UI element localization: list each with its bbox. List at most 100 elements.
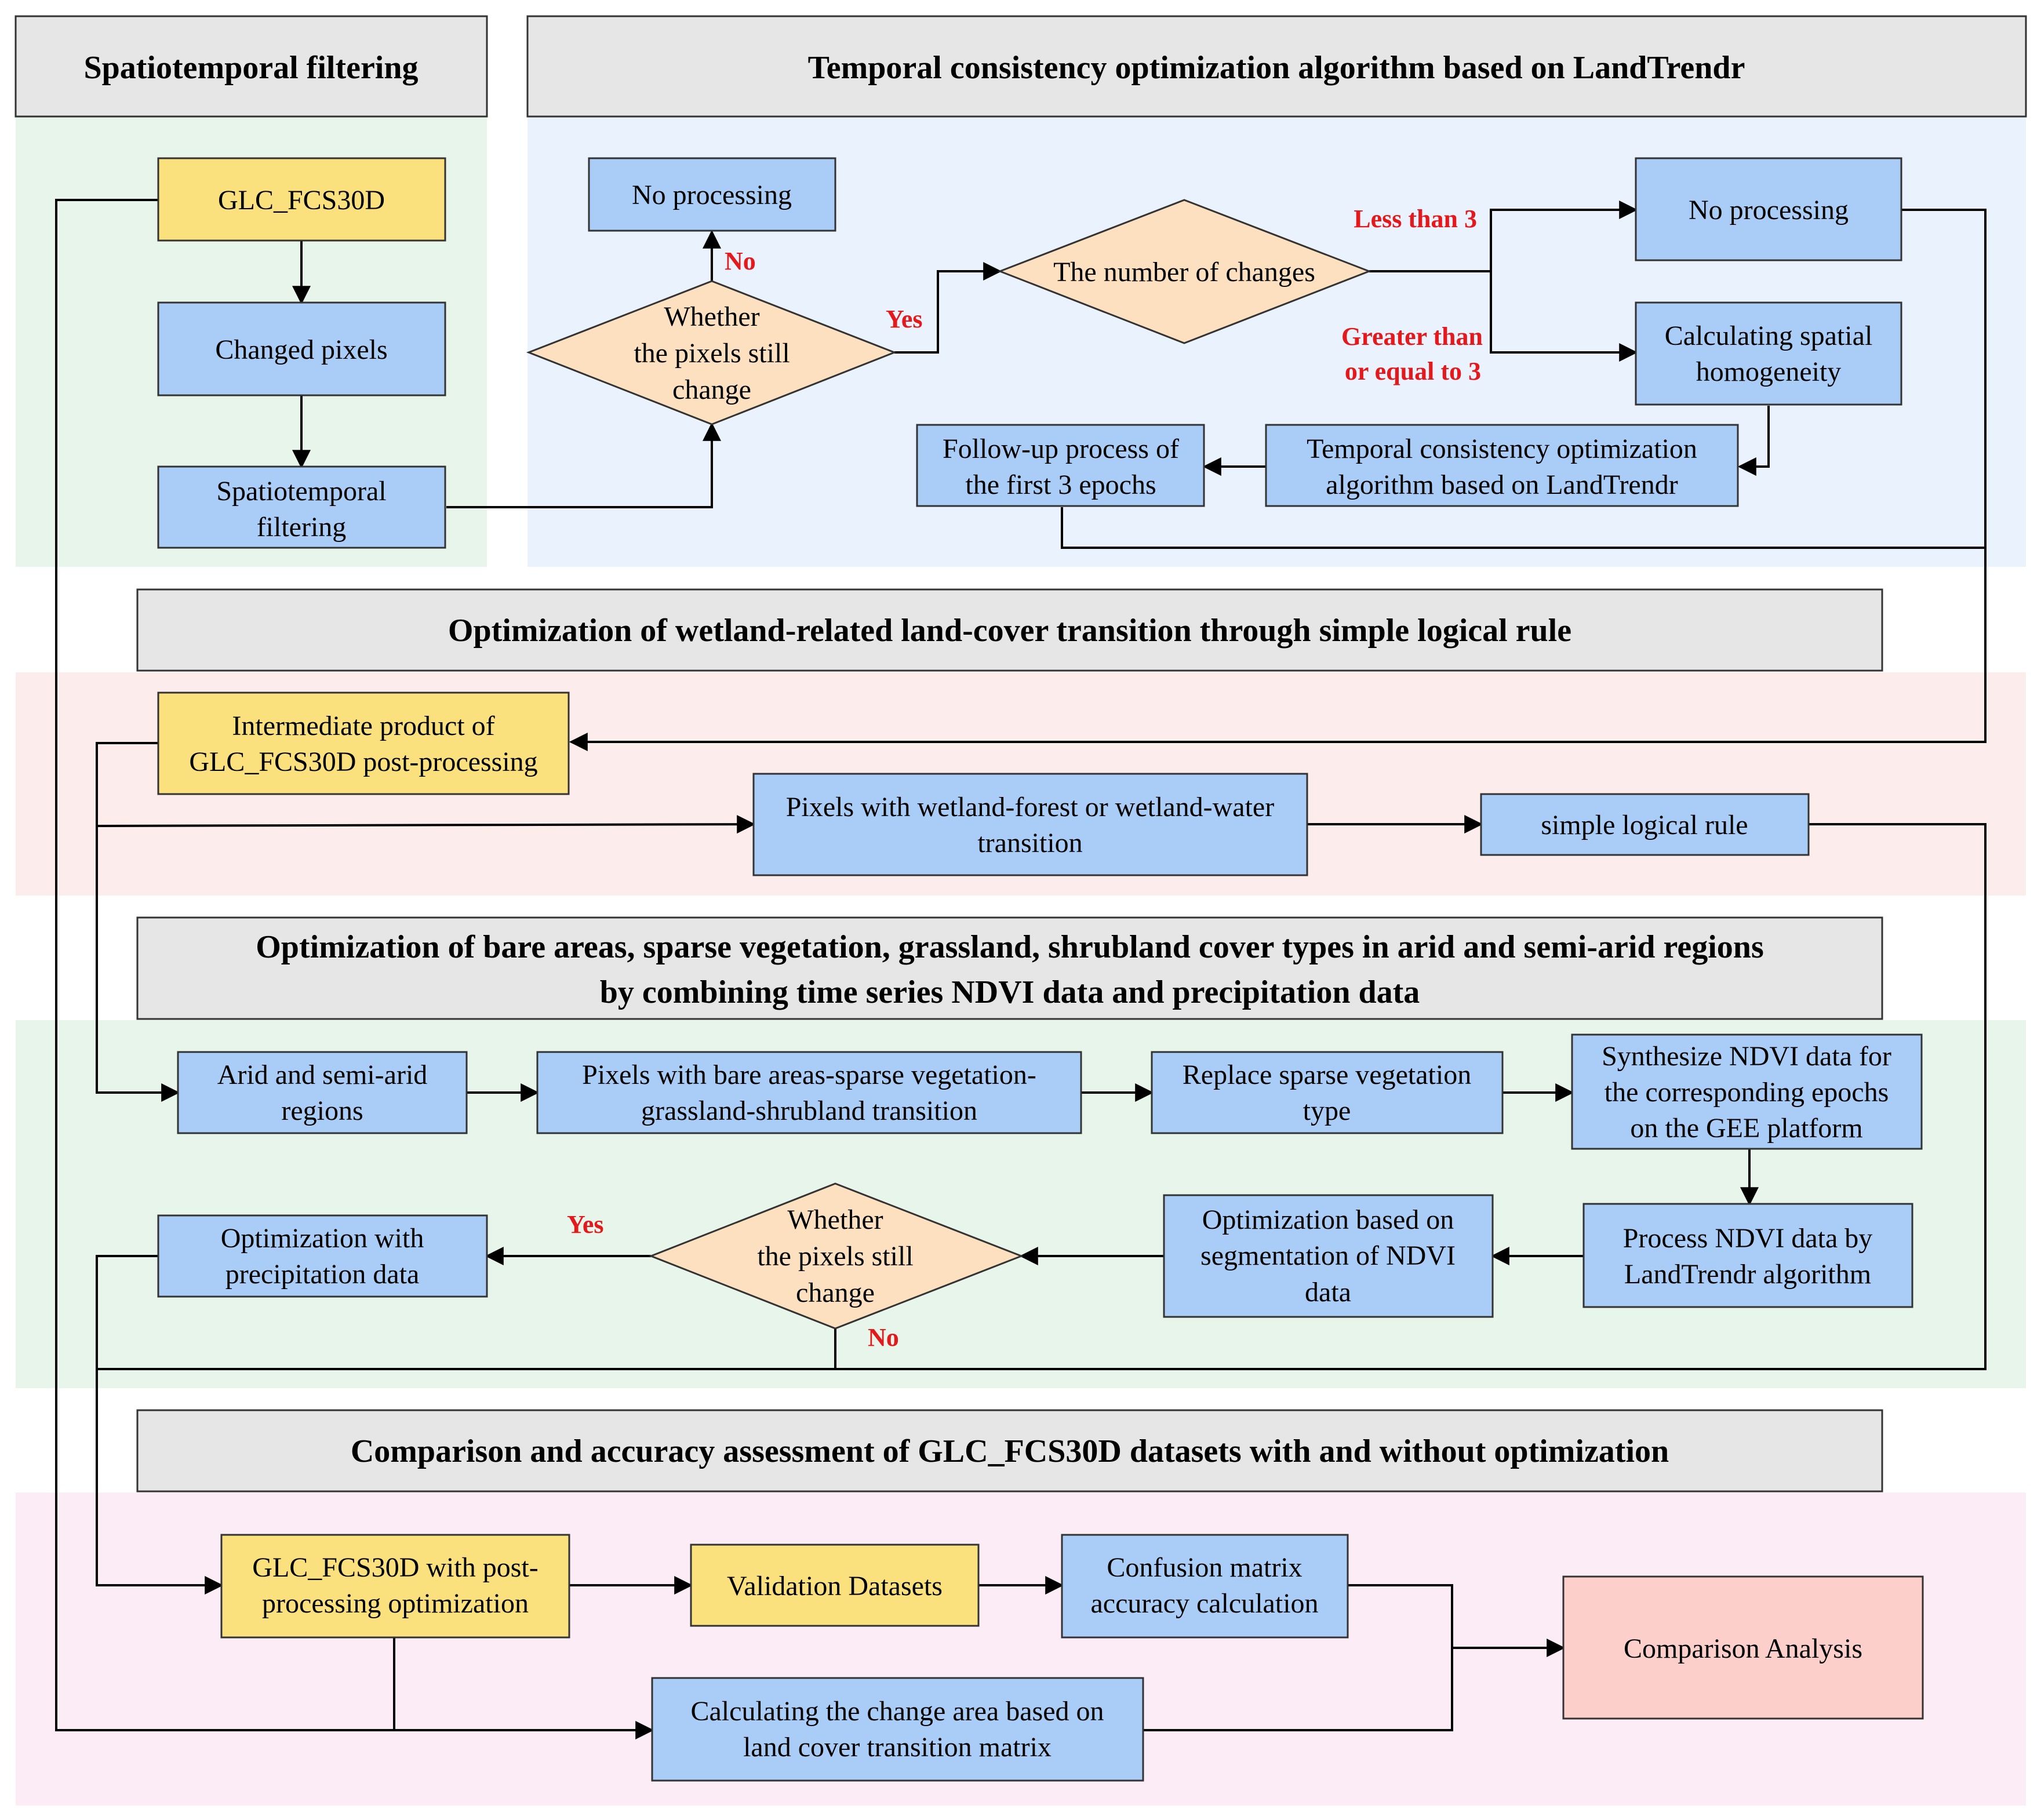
text-replace-sparse-2: type xyxy=(1303,1095,1351,1126)
label-yes-1: Yes xyxy=(886,305,923,333)
text-bare-pixels-2: grassland-shrubland transition xyxy=(641,1095,977,1126)
label-no-2: No xyxy=(868,1323,899,1352)
text-bare-pixels-1: Pixels with bare areas-sparse vegetation… xyxy=(582,1060,1036,1090)
node-validation xyxy=(690,1544,980,1627)
header-arid-line2: by combining time series NDVI data and p… xyxy=(600,974,1420,1010)
node-wetland-pixels xyxy=(752,773,1308,876)
node-confusion xyxy=(1061,1534,1349,1639)
header-temporal-box xyxy=(526,15,2027,118)
node-follow-up xyxy=(916,424,1205,507)
arrow-less-than-3 xyxy=(1490,201,1638,271)
text-no-processing-2: No processing xyxy=(1689,195,1849,225)
text-seg-ndvi-2: segmentation of NDVI xyxy=(1200,1240,1456,1271)
text-confusion-1: Confusion matrix xyxy=(1107,1552,1302,1583)
text-decision-2-a: Whether xyxy=(787,1204,883,1235)
text-no-processing-1: No processing xyxy=(632,180,792,210)
label-yes-2: Yes xyxy=(567,1210,604,1239)
arrow-homogeneity-to-temporal xyxy=(1737,406,1770,476)
text-changed-pixels: Changed pixels xyxy=(215,334,387,365)
text-precip-opt-2: precipitation data xyxy=(225,1259,420,1290)
node-process-ndvi xyxy=(1582,1203,1913,1308)
text-glc-fcs30d: GLC_FCS30D xyxy=(218,185,385,216)
line-decision2-no xyxy=(97,1328,836,1370)
label-no-1: No xyxy=(725,247,756,275)
arrow-filtering-to-decision1 xyxy=(446,422,721,508)
text-synth-3: on the GEE platform xyxy=(1630,1113,1862,1144)
node-no-processing-1 xyxy=(588,157,836,232)
text-glc-post-1: GLC_FCS30D with post- xyxy=(252,1552,538,1583)
text-follow-up-2: the first 3 epochs xyxy=(965,469,1156,500)
node-changed-pixels xyxy=(157,301,446,396)
text-comparison-analysis: Comparison Analysis xyxy=(1624,1633,1862,1664)
text-simple-rule: simple logical rule xyxy=(1541,810,1748,840)
text-decision-2-b: the pixels still xyxy=(757,1241,913,1272)
node-st-filtering xyxy=(157,465,446,549)
arrow-decision1-yes xyxy=(894,262,1002,354)
line-followup-down xyxy=(1061,507,1985,549)
edge-labels: No Yes Less than 3 Greater than or equal… xyxy=(567,205,1483,1352)
text-seg-ndvi-1: Optimization based on xyxy=(1202,1204,1454,1235)
line-glc-left-bypass xyxy=(55,199,654,1739)
line-noprocessing2-right xyxy=(569,209,1987,751)
text-intermediate-2: GLC_FCS30D post-processing xyxy=(189,747,537,777)
text-homogeneity-1: Calculating spatial xyxy=(1665,321,1873,351)
header-comparison: Comparison and accuracy assessment of GL… xyxy=(351,1433,1669,1469)
text-seg-ndvi-3: data xyxy=(1305,1277,1351,1308)
text-synth-1: Synthesize NDVI data for xyxy=(1602,1041,1891,1072)
arrow-to-wetland-pixels xyxy=(96,815,756,834)
text-decision-1-b: the pixels still xyxy=(634,338,790,369)
text-confusion-2: accuracy calculation xyxy=(1090,1588,1318,1619)
label-greater-2: or equal to 3 xyxy=(1345,357,1481,385)
node-change-area xyxy=(651,1677,1144,1782)
arrow-greater-equal-3 xyxy=(1490,271,1638,362)
header-wetland: Optimization of wetland-related land-cov… xyxy=(448,613,1571,649)
text-follow-up-1: Follow-up process of xyxy=(943,434,1179,464)
header-spatiotemporal: Spatiotemporal filtering xyxy=(83,50,418,86)
text-intermediate-1: Intermediate product of xyxy=(232,711,494,741)
text-wetland-pixels-1: Pixels with wetland-forest or wetland-wa… xyxy=(786,792,1274,822)
text-decision-1-c: change xyxy=(672,374,751,405)
header-temporal: Temporal consistency optimization algori… xyxy=(808,50,1745,86)
connectors xyxy=(55,199,1987,1739)
label-greater-1: Greater than xyxy=(1341,322,1483,351)
node-replace-sparse xyxy=(1151,1051,1504,1134)
line-intermediate-left xyxy=(96,742,180,1102)
label-less-than-3: Less than 3 xyxy=(1354,205,1477,233)
text-st-filtering-2: filtering xyxy=(257,512,347,543)
text-synth-2: the corresponding epochs xyxy=(1605,1077,1889,1108)
line-confusion-right xyxy=(1143,1584,1453,1731)
text-validation: Validation Datasets xyxy=(727,1571,943,1601)
node-synthesize-ndvi xyxy=(1571,1033,1923,1150)
text-arid-regions-1: Arid and semi-arid xyxy=(217,1060,428,1090)
text-homogeneity-2: homogeneity xyxy=(1696,356,1842,387)
node-intermediate xyxy=(157,691,570,795)
header-arid-line1: Optimization of bare areas, sparse veget… xyxy=(256,929,1763,965)
line-precip-left xyxy=(96,1255,224,1595)
node-number-of-changes xyxy=(997,199,1372,344)
text-glc-post-2: processing optimization xyxy=(262,1588,529,1619)
text-decision-1-a: Whether xyxy=(664,301,759,332)
text-change-area-2: land cover transition matrix xyxy=(743,1732,1052,1763)
node-decision-1 xyxy=(526,280,897,425)
node-seg-ndvi xyxy=(1163,1194,1494,1318)
section-headers: Spatiotemporal filtering Temporal consis… xyxy=(14,15,2027,1493)
node-spatial-homogeneity xyxy=(1635,301,1902,406)
node-arid-regions xyxy=(177,1051,468,1134)
text-number-of-changes: The number of changes xyxy=(1053,257,1315,287)
text-wetland-pixels-2: transition xyxy=(977,828,1082,858)
node-temporal-opt xyxy=(1265,424,1739,507)
node-labels: GLC_FCS30D Changed pixels Spatiotemporal… xyxy=(189,180,1891,1763)
header-spatiotemporal-box xyxy=(14,15,488,118)
node-decision-2 xyxy=(648,1182,1024,1330)
text-precip-opt-1: Optimization with xyxy=(221,1223,424,1254)
header-comparison-box xyxy=(136,1409,1883,1493)
node-comparison-analysis xyxy=(1562,1575,1924,1720)
node-simple-rule xyxy=(1480,793,1810,856)
text-temporal-opt-2: algorithm based on LandTrendr xyxy=(1326,469,1678,500)
header-wetland-box xyxy=(136,588,1883,672)
header-arid-box xyxy=(136,916,1883,1020)
node-glc-post xyxy=(220,1534,570,1639)
text-decision-2-c: change xyxy=(796,1277,875,1308)
line-rule-right xyxy=(835,823,1987,1370)
